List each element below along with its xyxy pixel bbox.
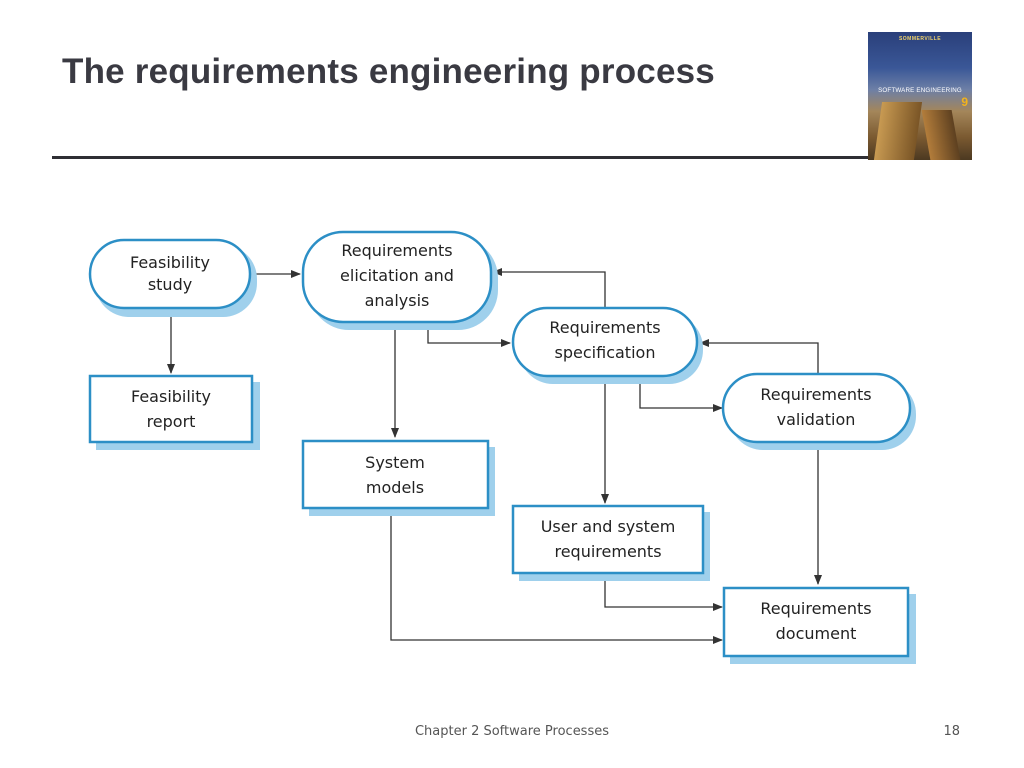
cover-edition: 9	[961, 95, 968, 109]
arrow-specification-to-elicitation	[492, 268, 606, 308]
cover-title: SOFTWARE ENGINEERING	[878, 87, 962, 94]
title-divider	[52, 156, 870, 159]
page-number: 18	[943, 724, 960, 739]
arrow-validation-to-specification	[699, 339, 819, 374]
arrow-specification-to-validation	[639, 377, 723, 412]
arrow-user-requirements-to-document	[604, 575, 723, 611]
slide-title: The requirements engineering process	[62, 52, 715, 91]
cover-author: SOMMERVILLE	[898, 36, 942, 42]
footer-chapter: Chapter 2 Software Processes	[414, 724, 610, 739]
connectors	[167, 268, 822, 644]
arrow-models-to-document	[390, 508, 723, 644]
book-cover-image: SOMMERVILLE SOFTWARE ENGINEERING 9	[868, 32, 972, 160]
